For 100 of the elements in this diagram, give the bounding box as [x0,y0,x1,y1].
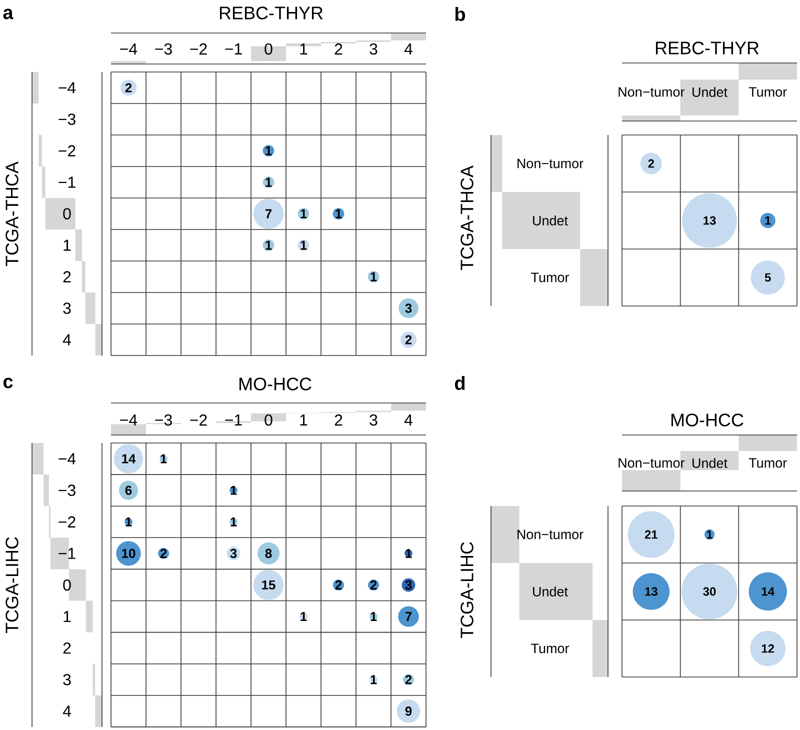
column-label: −4 [120,414,138,426]
bubble: 1 [704,529,715,540]
bubble: 14 [114,444,144,474]
axis-title: REBC-THYR [656,42,759,54]
bubble: 1 [230,486,238,495]
row-label: Undet [533,216,568,226]
column-label: 2 [334,414,342,426]
row-label: 3 [63,674,71,686]
bubble: 30 [682,564,738,620]
column-label: 3 [370,414,378,426]
bubble: 1 [298,208,310,220]
column-label: −1 [225,414,242,426]
panel-letter: c [3,378,13,388]
row-label: 2 [63,271,71,282]
axis-title: TCGA-THCA [460,166,474,270]
axis-title: TCGA-LIHC [6,537,18,634]
bubble: 2 [333,579,344,590]
panel-letter: b [455,7,466,21]
bubble: 1 [230,517,238,526]
column-label: 4 [404,44,412,54]
bubble: 6 [118,480,138,500]
panel-letter: a [3,8,14,20]
row-label: Tumor [531,644,570,654]
column-label: 0 [264,414,272,426]
bubble: 2 [402,674,414,686]
bubble: 1 [370,675,378,684]
bubble: 10 [116,541,141,566]
bubble: 2 [368,579,380,590]
row-label: −3 [58,114,76,125]
row-label: −3 [58,484,76,496]
column-label: Undet [692,458,728,468]
bubble: 1 [160,454,168,464]
bubble: 2 [158,548,170,559]
bubble: 1 [404,548,412,558]
row-label: −4 [58,82,76,94]
bubble: 1 [262,240,274,251]
column-label: −2 [190,414,207,426]
row-label: Non−tumor [518,530,584,540]
column-label: 4 [404,414,412,426]
bubble: 9 [396,699,420,723]
column-label: Undet [692,87,728,97]
column-label: Non−tumor [618,87,684,97]
row-label: Non−tumor [518,158,584,168]
row-label: 1 [64,611,71,622]
axis-title: TCGA-LIHC [460,542,474,638]
axis-title: REBC-THYR [220,6,323,20]
row-label: 3 [63,302,71,314]
column-label: 2 [334,43,342,55]
column-label: Tumor [748,87,787,97]
row-label: −2 [58,516,76,528]
bubble: 1 [368,271,380,282]
bubble: 1 [760,212,776,228]
axis-title: MO-HCC [240,378,312,390]
bubble: 3 [398,298,418,318]
bubble: 2 [640,152,662,174]
bubble: 12 [750,630,786,666]
row-label: 1 [64,240,71,251]
bubble: 1 [370,612,378,621]
row-label: 0 [63,579,71,591]
bubble: 13 [682,193,737,248]
axis-title: TCGA-THCA [6,162,18,266]
column-label: 1 [300,44,308,54]
bubble: 1 [298,240,310,251]
column-label: −1 [225,44,242,54]
bubble: 7 [398,606,419,627]
bubble: 2 [400,332,417,348]
column-label: 0 [264,43,272,55]
row-label: 0 [63,208,71,220]
bubble: 1 [124,517,132,526]
bubble: 1 [262,145,274,156]
column-label: −4 [120,44,138,54]
row-label: −2 [58,145,76,156]
column-label: −3 [155,43,172,55]
bubble: 3 [226,546,240,560]
bubble: 15 [253,570,284,600]
panel-letter: d [454,376,465,390]
bubble: 1 [300,612,308,621]
bubble: 21 [628,511,675,558]
bubble: 14 [748,572,787,611]
row-label: −4 [58,453,76,464]
bubble: 1 [332,208,344,220]
column-label: 1 [300,414,308,426]
row-label: 2 [63,642,71,654]
bubble: 2 [120,80,137,96]
row-label: −1 [58,176,76,188]
bubble: 5 [750,260,785,294]
axis-title: MO-HCC [671,414,744,426]
column-label: 3 [370,43,378,55]
bubble: 3 [402,578,416,592]
bubble: 7 [253,198,284,229]
column-label: Tumor [748,458,787,468]
bubble: 13 [632,573,670,610]
row-label: 4 [62,334,71,346]
row-label: −1 [58,548,76,559]
row-label: Tumor [531,272,570,282]
column-label: Non−tumor [618,458,684,468]
row-label: Undet [533,586,568,596]
column-label: −3 [155,414,172,426]
row-label: 4 [62,706,71,717]
bubble: 8 [257,542,280,564]
